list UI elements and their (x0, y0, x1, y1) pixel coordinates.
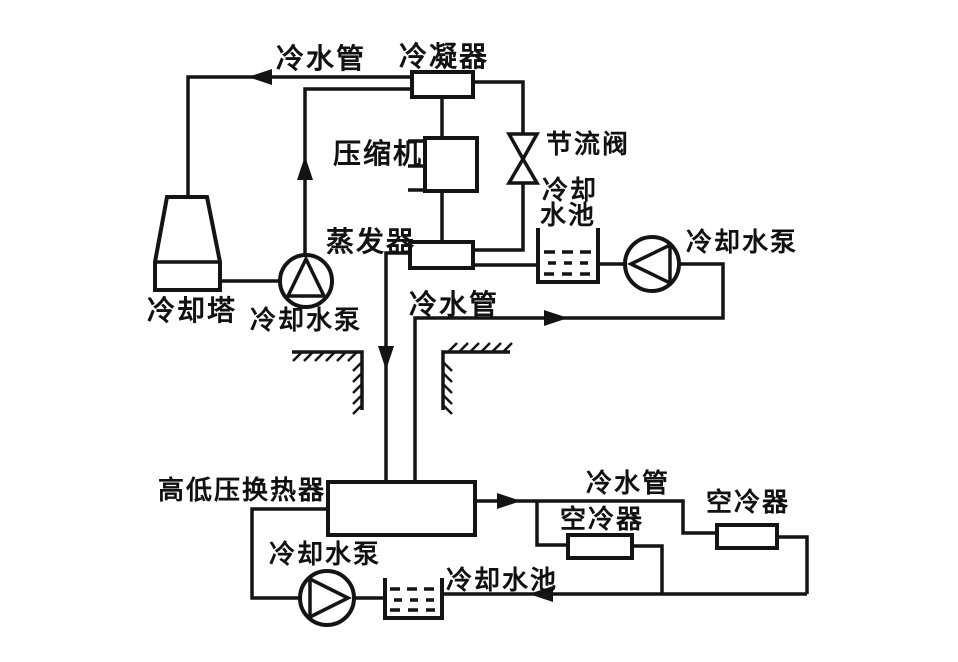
throttle-valve-icon (505, 155, 541, 185)
label-pool-top-line2: 水池 (540, 200, 597, 230)
compressor-box (423, 136, 479, 193)
air-cooler-left-box (566, 533, 634, 560)
chilled-water-supply-pipe (384, 251, 410, 482)
label-air-cooler-left: 空冷器 (560, 504, 645, 534)
label-air-cooler-right: 空冷器 (706, 487, 791, 517)
chilled-water-return-pipe (413, 262, 725, 482)
pump-top-right-impeller-icon (627, 242, 672, 286)
air-cooler-right-box (715, 523, 779, 550)
ground-line-left (292, 350, 364, 410)
label-pipe-bottom: 冷水管 (586, 468, 671, 498)
condenser-to-tower-pipe (186, 75, 412, 197)
label-evaporator: 蒸发器 (326, 226, 417, 257)
flow-arrow-up-icon (297, 156, 313, 180)
flow-arrow-down-icon (378, 346, 394, 370)
cooling-tower-symbol (153, 195, 222, 292)
flow-arrow-left-icon (529, 586, 553, 602)
label-compressor: 压缩机 (333, 138, 424, 169)
pump-bottom-impeller-icon (308, 576, 352, 620)
flow-arrow-right-icon (497, 493, 521, 509)
label-pool-bottom: 冷却水池 (446, 565, 559, 595)
cooling-pool-bottom-tank (383, 578, 444, 620)
condenser-box (410, 70, 475, 99)
ground-hatch-left (292, 351, 363, 415)
label-pump-bottom: 冷却水泵 (269, 539, 382, 569)
flow-arrow-right-icon (544, 310, 568, 326)
hx-to-aircooler1-pipe (535, 501, 568, 547)
ground-hatch-right (442, 342, 513, 415)
throttle-valve-icon (506, 132, 540, 163)
pump-top-left-impeller-icon (285, 254, 327, 298)
condenser-to-valve-pipe (473, 80, 525, 134)
valve-to-evaporator-pipe (473, 183, 525, 252)
label-condenser: 冷凝器 (399, 41, 490, 72)
label-throttle-valve: 节流阀 (546, 129, 631, 159)
pump-to-condenser-pipe (303, 87, 412, 255)
label-pipe-top: 冷水管 (276, 43, 367, 74)
aircooler1-return-pipe (632, 544, 664, 594)
ground-line-right (441, 350, 510, 410)
label-pool-top-line1: 冷却 (542, 175, 599, 205)
label-pump-top-left: 冷却水泵 (250, 305, 363, 335)
compressor-piston-icon (408, 139, 425, 192)
evaporator-box (408, 240, 475, 270)
label-pump-top-right: 冷却水泵 (686, 227, 799, 257)
cooling-pool-top-tank (536, 228, 600, 284)
hx-to-aircooler2-pipe (475, 499, 717, 535)
label-heat-exchanger: 高低压换热器 (158, 475, 327, 505)
heat-exchanger-box (326, 480, 477, 537)
hx-to-pump-pipe (250, 507, 328, 600)
label-pipe-mid: 冷水管 (409, 289, 500, 320)
aircooler2-return-pipe (777, 535, 809, 594)
flow-arrow-left-icon (248, 69, 272, 85)
label-cooling-tower: 冷却塔 (147, 295, 238, 326)
